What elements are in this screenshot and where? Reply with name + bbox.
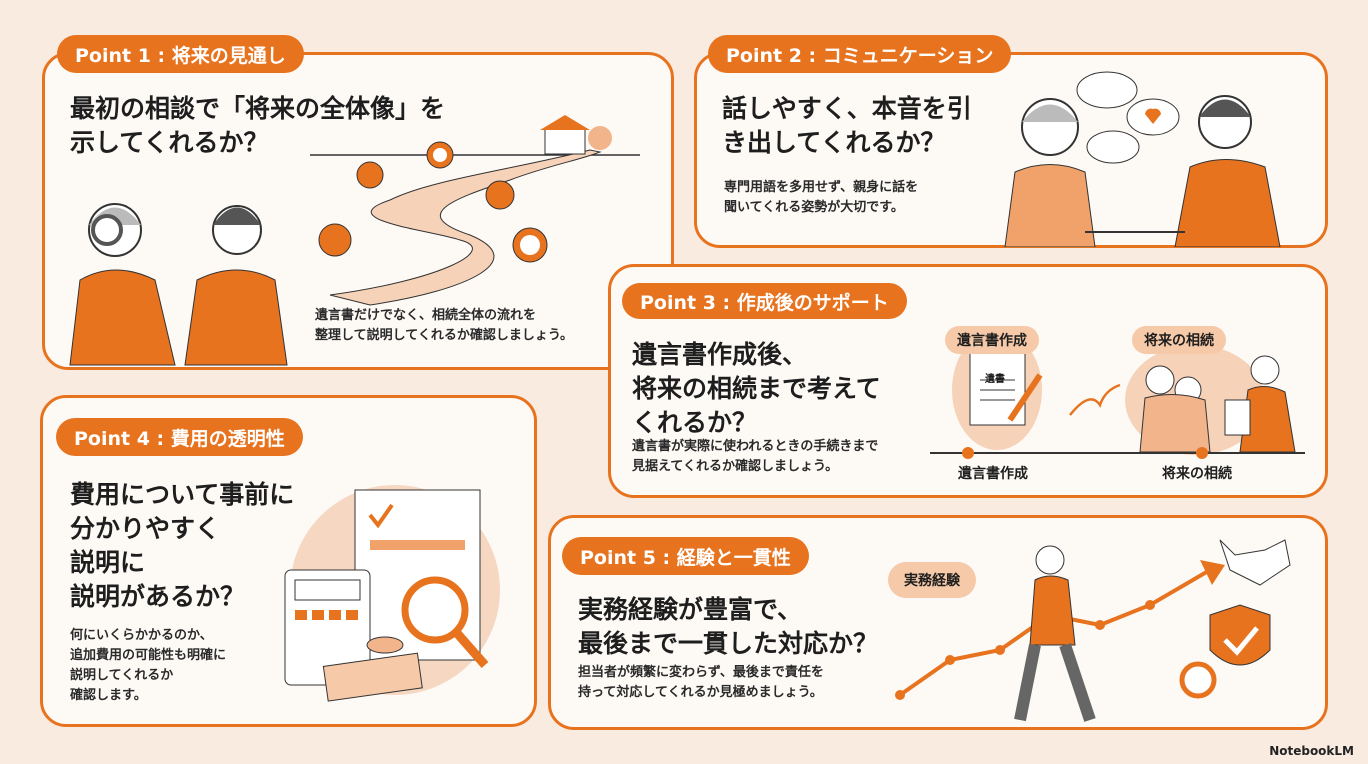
magnifier-icon [401, 576, 469, 644]
point-3-tag: Point 3 : 作成後のサポート [622, 283, 907, 319]
timeline-pill-inheritance: 将来の相続 [1132, 326, 1226, 354]
experience-bubble: 実務経験 [888, 562, 976, 598]
point-4-tag: Point 4 : 費用の透明性 [56, 418, 303, 456]
money-icon [322, 652, 423, 702]
walking-person-icon [1029, 575, 1076, 646]
will-to-inheritance-illustration [930, 330, 1305, 459]
pen-icon [1007, 373, 1043, 422]
arrow-icon [1069, 383, 1121, 416]
point-4-heading: 費用について事前に 分かりやすく 説明に 説明があるか？ [70, 480, 295, 611]
point-1-heading: 最初の相談で「将来の全体像」を 示してくれるか？ [70, 94, 446, 157]
heart-icon [1145, 108, 1161, 124]
cost-calculation-illustration [284, 485, 500, 702]
timeline-step-will: 遺言書作成 [958, 466, 1028, 482]
point-2-body: 専門用語を多用せず、親身に話を 聞いてくれる姿勢が大切です。 [724, 180, 919, 215]
gear-icon [1179, 661, 1217, 699]
point-3-heading: 遺言書作成後、 将来の相続まで考えて くれるか？ [632, 340, 881, 437]
notebooklm-brand: NotebookLM [1269, 744, 1354, 758]
will-doc-label: 遺書 [985, 374, 1005, 385]
point-5-heading: 実務経験が豊富で、 最後まで一貫した対応か？ [578, 595, 879, 658]
point-2-heading: 話しやすく、本音を引 き出してくれるか？ [722, 94, 972, 157]
shield-check-icon [1209, 604, 1271, 666]
conversation-illustration [1004, 71, 1281, 247]
consultation-people-illustration [69, 203, 288, 366]
timeline-step-inheritance: 将来の相続 [1162, 466, 1232, 482]
point-2-tag: Point 2 : コミュニケーション [708, 35, 1012, 73]
point-4-body: 何にいくらかかるのか、 追加費用の可能性も明確に 説明してくれるか 確認します。 [70, 628, 227, 703]
timeline-pill-will: 遺言書作成 [945, 326, 1039, 354]
point-1-tag: Point 1 : 将来の見通し [57, 35, 304, 73]
road-map-illustration [310, 115, 640, 306]
point-5-tag: Point 5 : 経験と一貫性 [562, 537, 809, 575]
point-1-body: 遺言書だけでなく、相続全体の流れを 整理して説明してくれるか確認しましょう。 [315, 308, 574, 343]
handshake-icon [1219, 539, 1291, 586]
checkmark-icon [368, 503, 394, 529]
point-3-body: 遺言書が実際に使われるときの手続きまで 見据えてくれるか確認しましょう。 [632, 439, 879, 474]
point-5-body: 担当者が頻繁に変わらず、最後まで責任を 持って対応してくれるか見極めましょう。 [578, 665, 824, 700]
growth-illustration [895, 539, 1291, 722]
